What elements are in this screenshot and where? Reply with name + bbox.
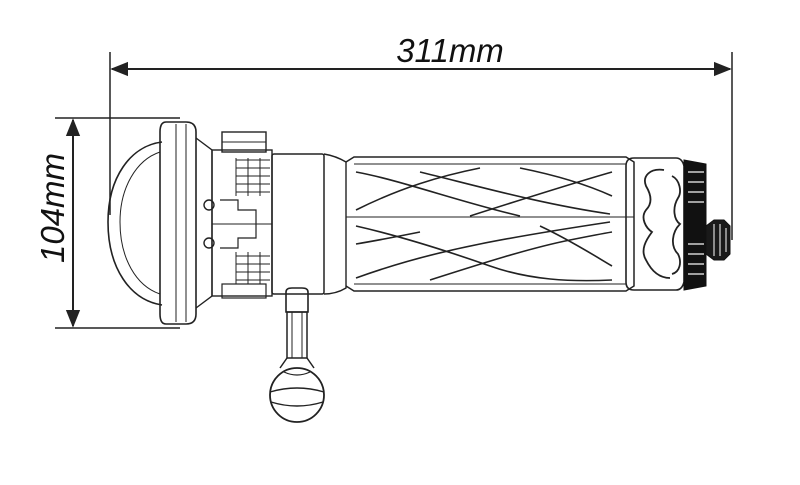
tail-section [625,157,685,291]
head-bezel [159,121,213,325]
grip-knurl-pattern [355,167,613,282]
lens-dome [107,141,163,306]
switch-housing [203,131,273,299]
collar-ring [271,153,347,295]
mode-indicator-bottom [203,237,215,249]
mode-indicator-top [203,199,215,211]
tail-cap [683,159,707,291]
length-label: 311mm [396,32,504,69]
end-knob [705,219,731,261]
ball-mount-arm [269,287,325,423]
height-label: 104mm [34,153,71,263]
mount-ball [269,367,325,423]
grip-tube [345,156,635,292]
height-dimension: 104mm [34,117,180,329]
length-dimension: 311mm [109,32,733,240]
